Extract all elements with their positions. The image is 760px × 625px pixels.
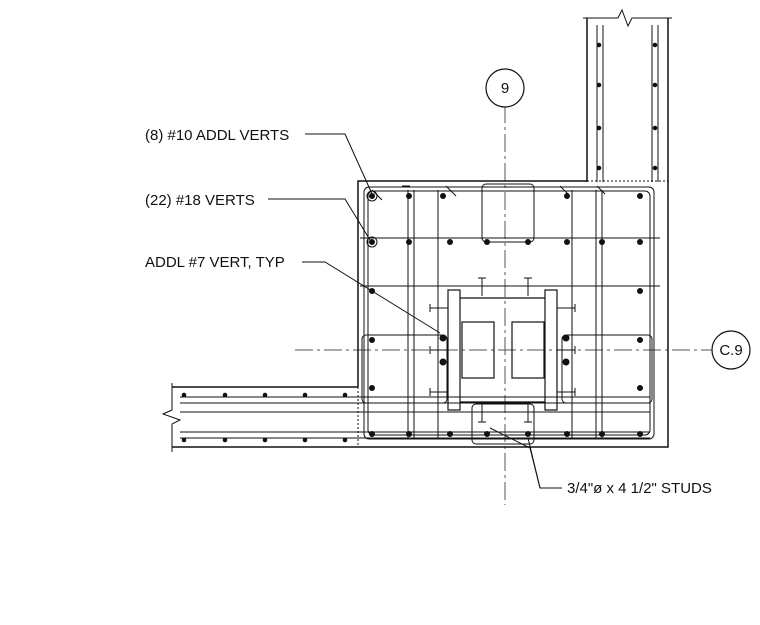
left-wall bbox=[161, 383, 650, 452]
upper-wall bbox=[583, 8, 672, 182]
leader-lines bbox=[268, 133, 562, 489]
column-ties bbox=[360, 183, 660, 445]
grid-bubble-9: 9 bbox=[485, 68, 525, 108]
vertical-bars bbox=[366, 190, 643, 437]
grid-bubble-c9: C.9 bbox=[711, 330, 751, 370]
shear-studs bbox=[429, 277, 576, 423]
grid-label-9: 9 bbox=[501, 80, 509, 97]
grid-label-c9: C.9 bbox=[719, 342, 742, 359]
callout-verts: (22) #18 VERTS bbox=[145, 192, 255, 209]
column-outline bbox=[357, 180, 669, 448]
callout-addl-7-vert: ADDL #7 VERT, TYP bbox=[145, 254, 285, 271]
callout-studs: 3/4"ø x 4 1/2" STUDS bbox=[567, 480, 712, 497]
callout-addl-verts: (8) #10 ADDL VERTS bbox=[145, 127, 289, 144]
break-line-icon bbox=[583, 8, 672, 28]
break-line-icon bbox=[161, 383, 182, 452]
